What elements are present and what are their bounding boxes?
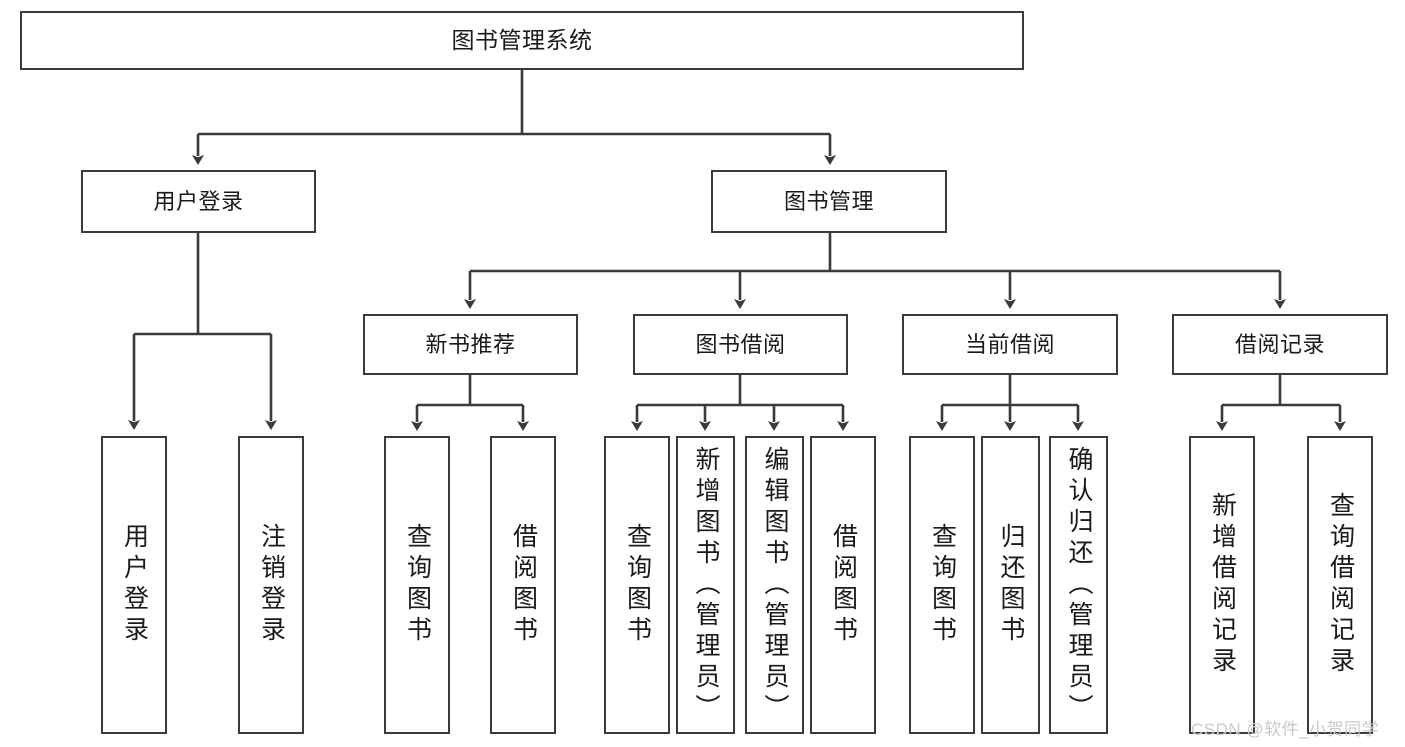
node-user-login[interactable]: 用户登录 — [81, 170, 316, 233]
leaf-recommend-borrow-book[interactable]: 借阅图书 — [490, 436, 556, 734]
node-label: 图书管理系统 — [451, 27, 593, 54]
node-label: 当前借阅 — [964, 331, 1055, 357]
node-label: 新增借阅记录 — [1208, 492, 1237, 678]
node-new-book-recommend[interactable]: 新书推荐 — [363, 314, 578, 375]
csdn-watermark: CSDN @软件_小贺同学 — [1191, 720, 1380, 739]
node-label: 注销登录 — [257, 523, 286, 647]
leaf-record-query-borrow-record[interactable]: 查询借阅记录 — [1307, 436, 1373, 734]
node-label: 用户登录 — [153, 188, 244, 214]
leaf-record-add-borrow-record[interactable]: 新增借阅记录 — [1189, 436, 1255, 734]
node-label: 查询图书 — [928, 523, 957, 647]
leaf-logout[interactable]: 注销登录 — [238, 436, 304, 734]
leaf-recommend-query-book[interactable]: 查询图书 — [384, 436, 450, 734]
node-label: 图书借阅 — [695, 331, 786, 357]
node-book-borrow[interactable]: 图书借阅 — [633, 314, 848, 375]
leaf-borrow-add-book-admin[interactable]: 新增图书（管理员） — [676, 436, 735, 734]
leaf-borrow-borrow-book[interactable]: 借阅图书 — [810, 436, 876, 734]
leaf-user-login[interactable]: 用户登录 — [101, 436, 167, 734]
node-label: 借阅记录 — [1234, 331, 1325, 357]
node-label: 查询借阅记录 — [1326, 492, 1355, 678]
leaf-current-confirm-return-admin[interactable]: 确认归还（管理员） — [1049, 436, 1108, 734]
node-label: 借阅图书 — [829, 523, 858, 647]
node-label: 借阅图书 — [509, 523, 538, 647]
node-label: 查询图书 — [403, 523, 432, 647]
leaf-borrow-edit-book-admin[interactable]: 编辑图书（管理员） — [745, 436, 804, 734]
node-label: 图书管理 — [783, 188, 874, 214]
node-root-system[interactable]: 图书管理系统 — [20, 11, 1024, 70]
node-label: 新书推荐 — [425, 331, 516, 357]
node-label: 查询图书 — [623, 523, 652, 647]
leaf-current-return-book[interactable]: 归还图书 — [981, 436, 1040, 734]
node-book-management[interactable]: 图书管理 — [711, 170, 947, 233]
node-label: 用户登录 — [120, 523, 149, 647]
leaf-borrow-query-book[interactable]: 查询图书 — [604, 436, 670, 734]
node-label: 新增图书（管理员） — [692, 445, 720, 725]
node-current-borrow[interactable]: 当前借阅 — [902, 314, 1118, 375]
node-borrow-record[interactable]: 借阅记录 — [1172, 314, 1388, 375]
leaf-current-query-book[interactable]: 查询图书 — [909, 436, 975, 734]
node-label: 归还图书 — [997, 523, 1025, 647]
node-label: 编辑图书（管理员） — [761, 445, 789, 725]
node-label: 确认归还（管理员） — [1065, 445, 1093, 725]
